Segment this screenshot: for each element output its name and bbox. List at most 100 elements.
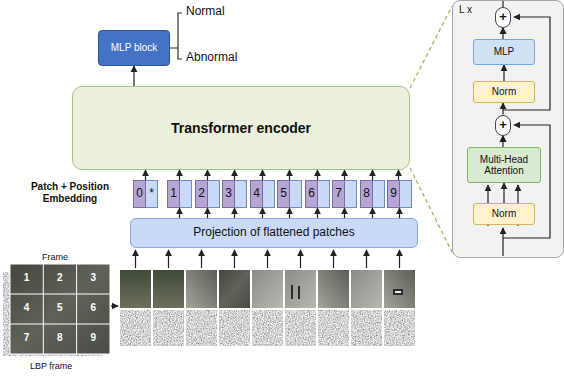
- node-text: Norm: [492, 208, 516, 220]
- token-vector: [345, 180, 357, 208]
- flow-arrow: [289, 170, 290, 180]
- token-index: 7: [332, 180, 345, 208]
- class-label: Abnormal: [186, 51, 237, 65]
- token-index: 1: [167, 180, 180, 208]
- node-text: Norm: [492, 86, 516, 98]
- flow-arrow: [289, 208, 290, 218]
- flow-arrow: [262, 208, 263, 218]
- patch-photo: [120, 270, 151, 308]
- patch-number: 7: [10, 332, 43, 344]
- patch-number: 4: [10, 302, 43, 314]
- flow-arrow: [133, 66, 134, 86]
- norm-box: Norm: [473, 81, 535, 103]
- token-embedding: 5: [277, 180, 302, 208]
- patch-lbp: [153, 310, 184, 346]
- flow-arrow: [503, 183, 504, 203]
- class-token: *: [146, 180, 158, 208]
- token-index: 8: [360, 180, 373, 208]
- patch-lbp: [252, 310, 283, 346]
- token-index: 0: [133, 180, 146, 208]
- token-vector: [235, 180, 247, 208]
- token-vector: [290, 180, 302, 208]
- image-label: LBP frame: [30, 361, 72, 371]
- token-vector: [263, 180, 275, 208]
- embedding-label: Patch + Position Embedding: [14, 181, 126, 204]
- node-text: MLP: [494, 46, 515, 58]
- token-embedding: 9: [387, 180, 412, 208]
- flow-arrow: [234, 170, 235, 180]
- flow-arrow: [502, 28, 503, 40]
- patch-photo: [351, 270, 382, 308]
- flow-arrow: [179, 170, 180, 180]
- flow-arrow: [398, 170, 399, 180]
- frame-image: [10, 264, 110, 354]
- flow-arrow: [145, 170, 146, 180]
- image-label: Frame: [42, 252, 68, 262]
- output-bracket: [170, 13, 182, 59]
- patch-photo: [186, 270, 217, 308]
- token-index: 4: [250, 180, 263, 208]
- patch-grid: [10, 264, 110, 354]
- token-embedding: 1: [167, 180, 192, 208]
- token-index: 5: [277, 180, 290, 208]
- token-vector: [400, 180, 412, 208]
- patch-lbp: [384, 310, 415, 346]
- token-vector: [208, 180, 220, 208]
- token-embedding: 4: [250, 180, 275, 208]
- token-index: 6: [305, 180, 318, 208]
- token-embedding: 3: [222, 180, 247, 208]
- flow-arrow: [399, 208, 400, 218]
- flow-arrow: [234, 208, 235, 218]
- token-embedding: 2: [195, 180, 220, 208]
- patch-number: 6: [77, 302, 110, 314]
- token-embedding: 6: [305, 180, 330, 208]
- node-text: +: [499, 10, 507, 25]
- token-embedding: 8: [360, 180, 385, 208]
- projection-box: Projection of flattened patches: [130, 218, 418, 248]
- flow-arrow: [317, 170, 318, 180]
- attention-box: Multi-Head Attention: [467, 147, 541, 183]
- patch-lbp: [120, 310, 151, 346]
- token-index: 2: [195, 180, 208, 208]
- patch-number: 1: [10, 272, 43, 284]
- token-index: 9: [387, 180, 400, 208]
- flow-arrow: [262, 170, 263, 180]
- flow-arrow: [372, 170, 373, 180]
- flow-arrow: [503, 65, 504, 81]
- flow-arrow: [344, 208, 345, 218]
- flow-arrow: [179, 208, 180, 218]
- add-circle: +: [495, 7, 511, 28]
- patch-number: 8: [43, 332, 76, 344]
- add-circle: +: [495, 115, 511, 136]
- patch-photo: [285, 270, 316, 308]
- flow-arrow: [344, 170, 345, 180]
- flow-arrow: [207, 170, 208, 180]
- node-text: Multi-Head Attention: [468, 154, 540, 177]
- patch-number: 2: [43, 272, 76, 284]
- flow-arrow: [317, 208, 318, 218]
- encoder-box: Transformer encoder: [72, 86, 410, 170]
- patch-photo: [153, 270, 184, 308]
- node-text: Transformer encoder: [171, 120, 311, 136]
- token-vector: [180, 180, 192, 208]
- node-text: +: [499, 118, 507, 133]
- token-embedding: 0*: [133, 180, 158, 208]
- patch-arrows: [136, 250, 400, 268]
- token-index: 3: [222, 180, 235, 208]
- node-text: MLP block: [111, 42, 158, 54]
- token-vector: [373, 180, 385, 208]
- patch-photo: [318, 270, 349, 308]
- classifier-box: MLP block: [98, 30, 170, 66]
- class-label: Normal: [186, 5, 225, 19]
- node-text: Projection of flattened patches: [193, 226, 354, 240]
- repeat-label: L x: [459, 4, 472, 15]
- patch-photo: [219, 270, 250, 308]
- patch-lbp: [219, 310, 250, 346]
- patch-lbp: [186, 310, 217, 346]
- encoder-panel: L x+MLPNorm+Multi-Head AttentionNorm: [452, 0, 564, 258]
- token-embedding: 7: [332, 180, 357, 208]
- patch-number: 9: [77, 332, 110, 344]
- patch-photo: [252, 270, 283, 308]
- split-arrow: [111, 305, 118, 306]
- scene-figures: [292, 285, 402, 299]
